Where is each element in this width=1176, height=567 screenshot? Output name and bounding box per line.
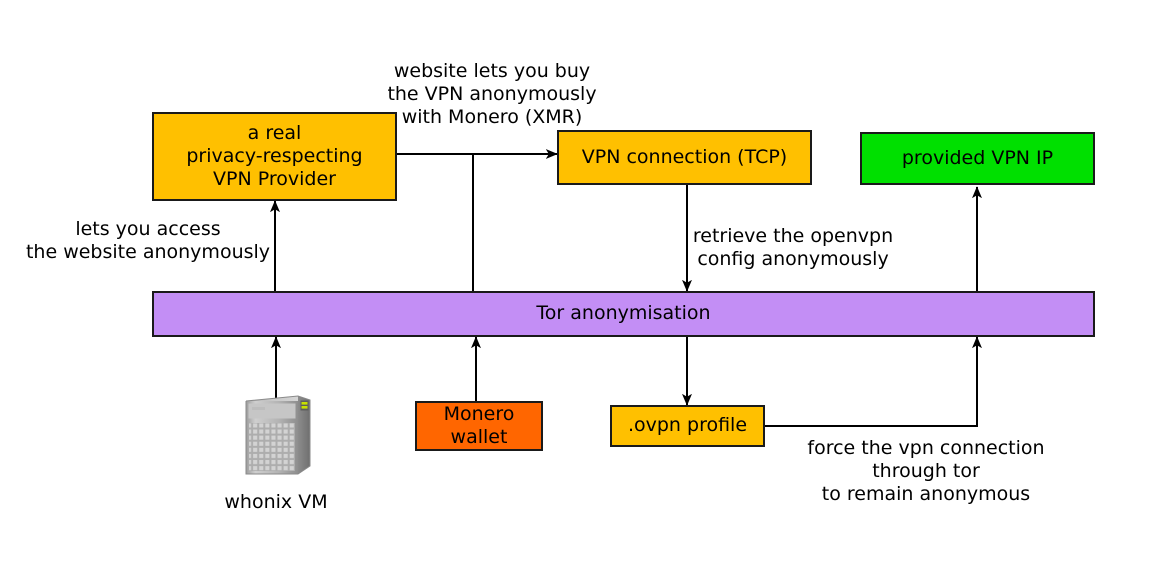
node-provided-vpn-ip[interactable]: provided VPN IP [860,132,1095,185]
caption-retrieve-openvpn-config: retrieve the openvpn config anonymously [692,225,894,271]
node-vpn-connection[interactable]: VPN connection (TCP) [557,130,812,185]
caption-access-website-anonymously: lets you access the website anonymously [25,218,271,264]
node-vpn-provider[interactable]: a real privacy-respecting VPN Provider [152,112,397,201]
caption-buy-vpn-anonymously: website lets you buy the VPN anonymously… [387,60,597,129]
whonix-vm-label: whonix VM [224,491,328,513]
server-tower-icon [245,395,311,475]
edge-ovpn-to-tor [765,336,982,427]
node-ovpn-profile[interactable]: .ovpn profile [610,405,765,447]
node-monero-wallet[interactable]: Monero wallet [415,401,543,451]
caption-force-vpn-through-tor: force the vpn connection through tor to … [807,437,1045,506]
node-tor-anonymisation[interactable]: Tor anonymisation [152,291,1095,337]
